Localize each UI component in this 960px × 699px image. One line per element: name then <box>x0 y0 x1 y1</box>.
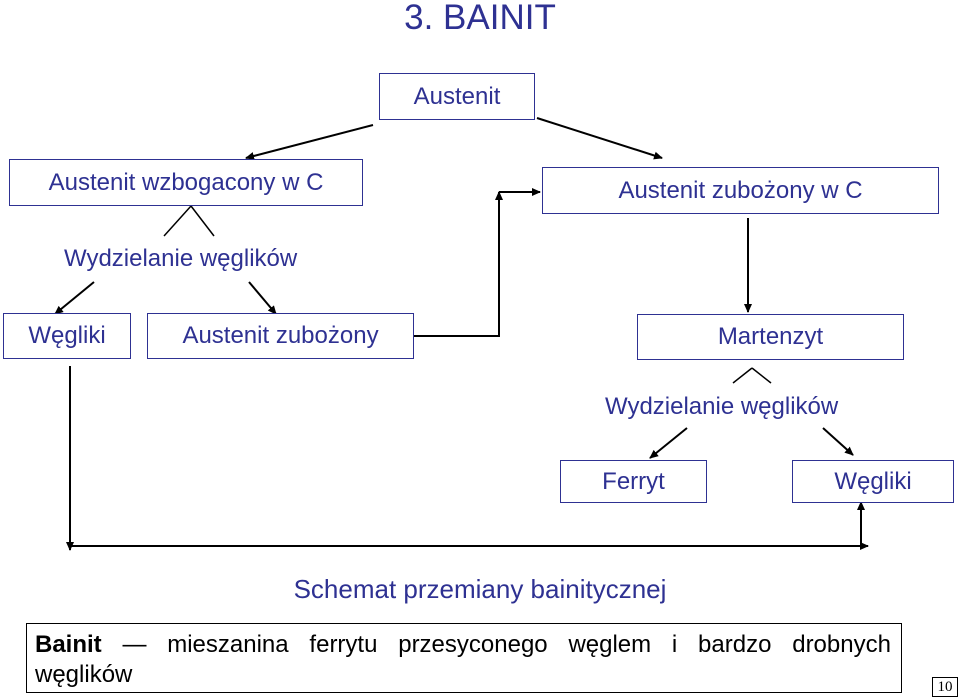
arrow-austenit-to-wzbogacony <box>245 124 374 160</box>
label-wydzielanie-left: Wydzielanie węglików <box>64 245 298 272</box>
node-wegliki-left: Węgliki <box>3 313 131 359</box>
arrow-to-austenit-zubozony <box>248 281 277 315</box>
arrow-to-wegliki-right <box>822 427 854 456</box>
definition-line-1: Bainit — mieszanina ferrytu przesyconego… <box>35 630 891 660</box>
definition-line-2: węglików <box>35 661 133 688</box>
definition-word: węglem <box>568 631 652 658</box>
node-austenit-wzbogacony: Austenit wzbogacony w C <box>9 159 363 206</box>
node-ferryt: Ferryt <box>560 460 707 503</box>
arrow-to-wegliki-left <box>54 281 95 315</box>
split-right-b <box>751 367 772 384</box>
split-left-b <box>190 205 215 237</box>
node-austenit-zubozony-w-c: Austenit zubożony w C <box>542 167 939 214</box>
definition-word: mieszanina <box>167 631 289 658</box>
definition-word: bardzo <box>698 631 772 658</box>
node-austenit-zubozony: Austenit zubożony <box>147 313 414 359</box>
definition-word: przesyconego <box>398 631 548 658</box>
split-left-a <box>163 205 192 237</box>
definition-box: Bainit — mieszanina ferrytu przesyconego… <box>26 623 902 693</box>
definition-word: i <box>671 631 678 658</box>
node-martenzyt: Martenzyt <box>637 314 904 360</box>
arrow-zubozony-loop <box>414 191 503 337</box>
definition-term: Bainit <box>35 631 102 658</box>
split-right-a <box>732 367 753 384</box>
label-wydzielanie-right: Wydzielanie węglików <box>605 393 839 420</box>
node-wegliki-right: Węgliki <box>792 460 954 503</box>
node-austenit: Austenit <box>379 73 535 120</box>
definition-dash: — <box>122 631 147 658</box>
page-title: 3. BAINIT <box>404 0 556 37</box>
definition-word: drobnych <box>792 631 891 658</box>
arrow-austenit-to-zubozony-c <box>536 117 663 160</box>
diagram-caption: Schemat przemiany bainitycznej <box>293 574 667 604</box>
page-number: 10 <box>932 677 958 697</box>
definition-word: ferrytu <box>309 631 378 658</box>
arrow-to-ferryt <box>649 427 688 459</box>
